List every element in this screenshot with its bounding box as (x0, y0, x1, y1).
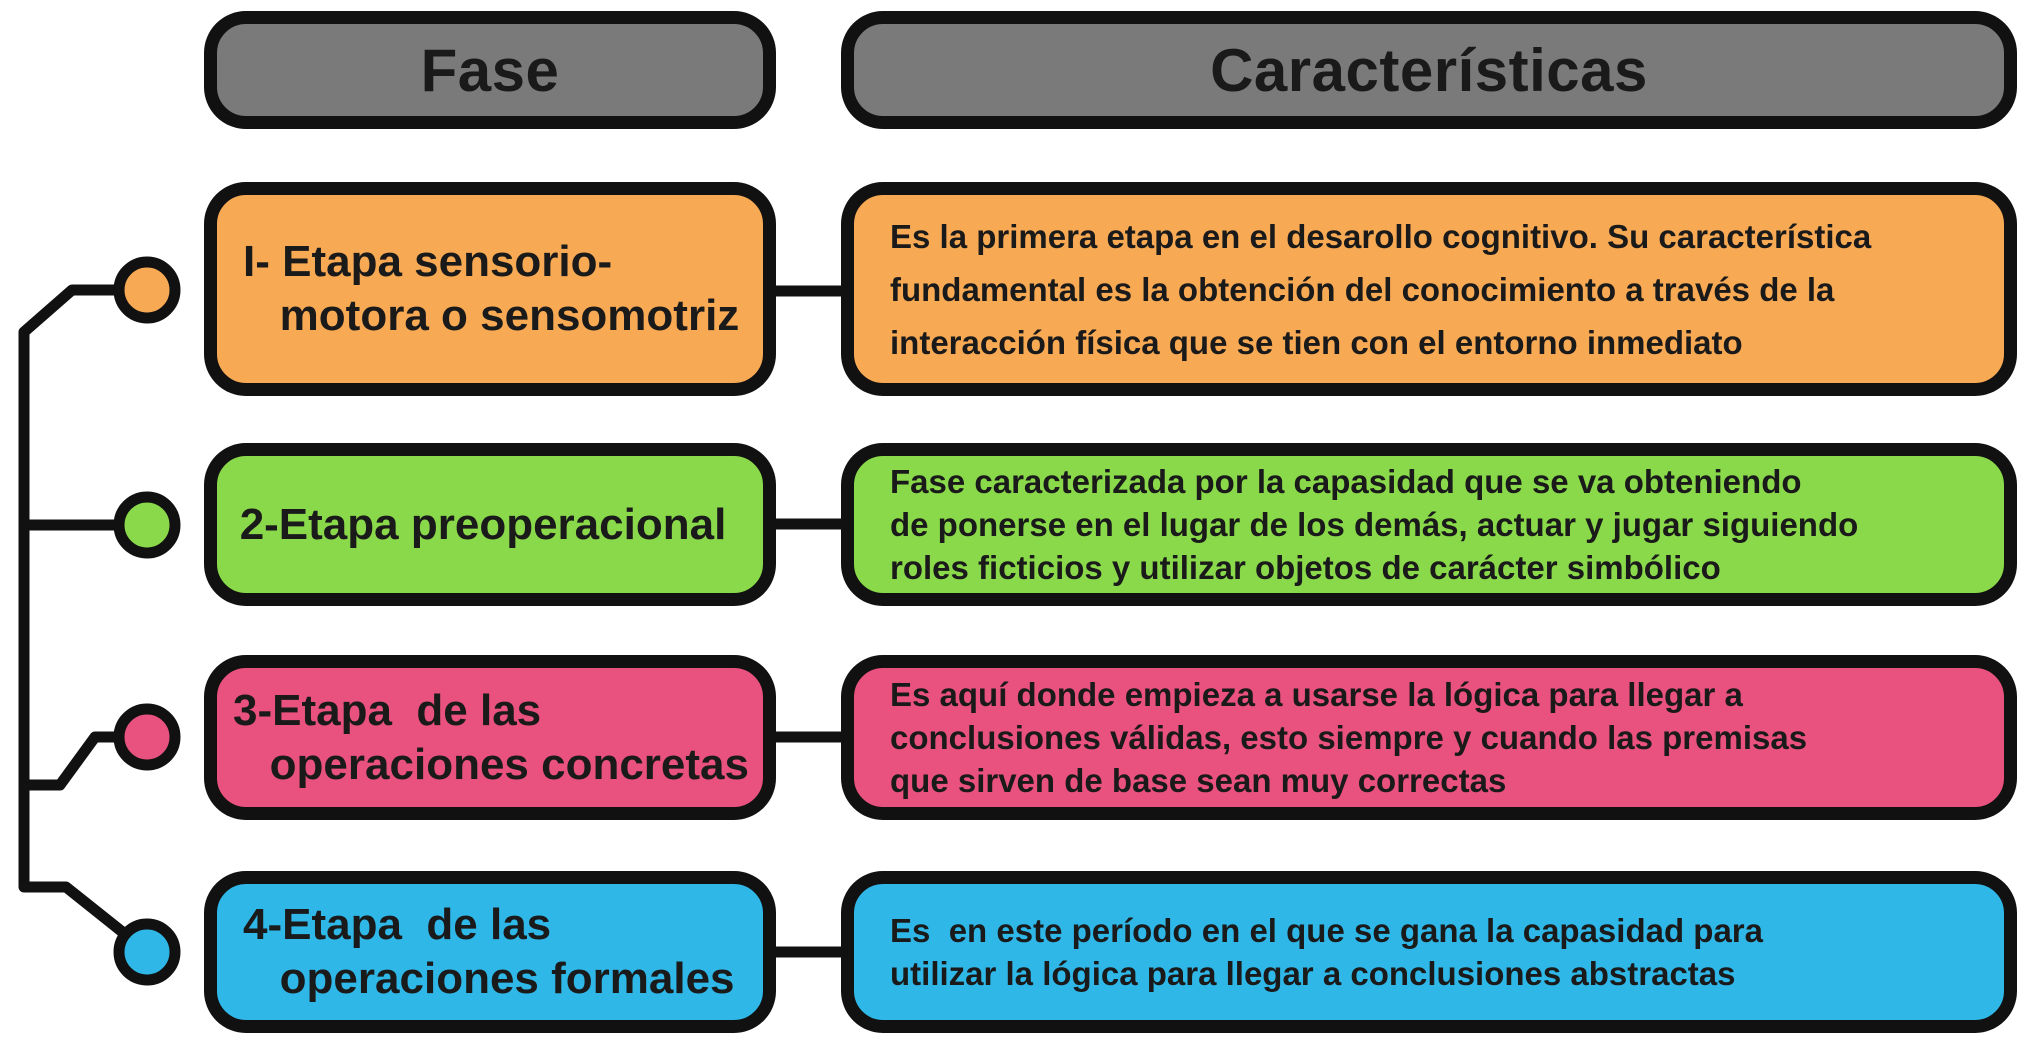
description-box-3: Es aquí donde empieza a usarse la lógica… (841, 655, 2017, 820)
phase-label-3: 3-Etapa de las operaciones concretas (233, 685, 749, 789)
header-characteristics: Características (841, 11, 2017, 129)
description-box-4: Es en este período en el que se gana la … (841, 871, 2017, 1033)
branch-line-1 (18, 284, 151, 956)
header-phase: Fase (204, 11, 776, 129)
description-text-3: Es aquí donde empieza a usarse la lógica… (890, 676, 1808, 799)
stage-marker-3 (113, 703, 181, 771)
phase-label-4: 4-Etapa de las operaciones formales (243, 900, 735, 1003)
description-box-1: Es la primera etapa en el desarollo cogn… (841, 182, 2017, 396)
header-characteristics-label: Características (1210, 36, 1648, 104)
phase-box-3: 3-Etapa de las operaciones concretas (204, 655, 776, 820)
stage-marker-2 (113, 491, 181, 559)
phase-label-1: I- Etapa sensorio- motora o sensomotriz (243, 237, 740, 340)
description-box-2: Fase caracterizada por la capasidad que … (841, 443, 2017, 606)
phase-box-4: 4-Etapa de las operaciones formales (204, 871, 776, 1033)
description-text-1: Es la primera etapa en el desarollo cogn… (890, 217, 1872, 361)
header-phase-label: Fase (420, 36, 560, 104)
stage-marker-4 (113, 918, 181, 986)
description-text-4: Es en este período en el que se gana la … (890, 912, 1764, 992)
description-text-2: Fase caracterizada por la capasidad que … (890, 463, 1859, 586)
phase-label-2: 2-Etapa preoperacional (239, 499, 727, 549)
stage-marker-1 (113, 256, 181, 324)
phase-box-1: I- Etapa sensorio- motora o sensomotriz (204, 182, 776, 396)
phase-box-2: 2-Etapa preoperacional (204, 443, 776, 606)
